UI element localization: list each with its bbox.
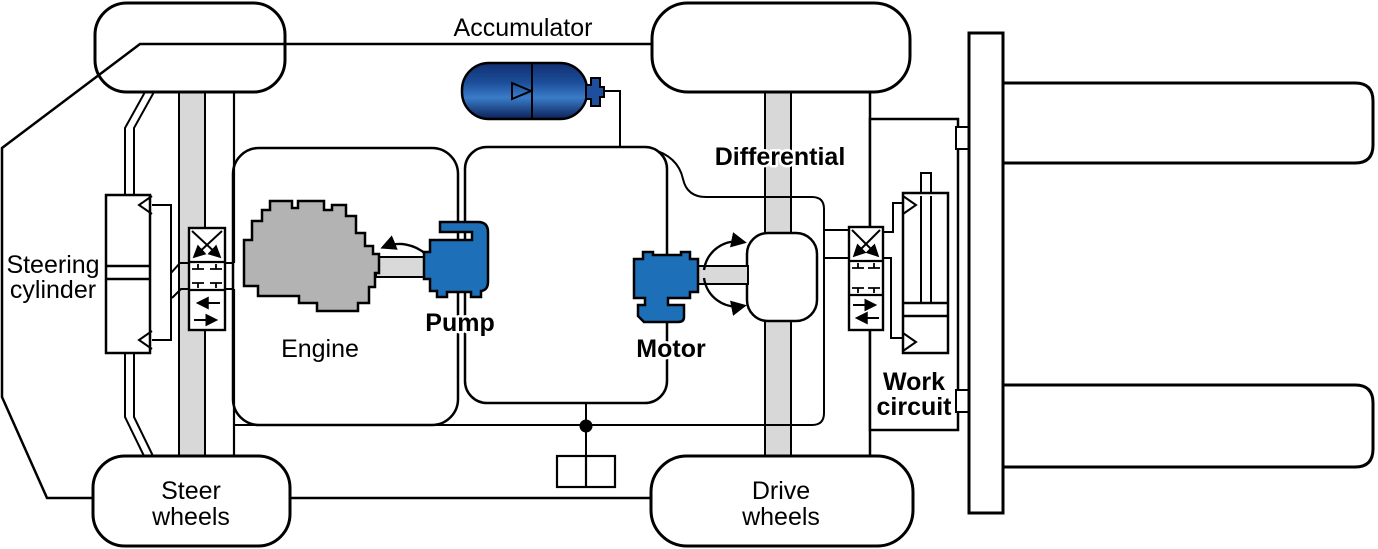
accumulator-valve-symbol bbox=[511, 81, 534, 101]
closed-port-symbols bbox=[192, 264, 222, 288]
svg-text:Steer: Steer bbox=[161, 477, 221, 505]
steering-valve-stub bbox=[170, 262, 234, 299]
accumulator-label: Accumulator bbox=[454, 14, 593, 42]
rotation-arrow-up bbox=[702, 232, 747, 271]
svg-text:circuit: circuit bbox=[876, 393, 952, 421]
engine-shape bbox=[242, 199, 381, 313]
steering-cylinder-label: Steering cylinder bbox=[6, 251, 99, 304]
drive-wheel-top bbox=[650, 1, 912, 94]
pump-shape bbox=[422, 220, 490, 299]
lift-piston bbox=[903, 301, 948, 318]
lift-port-chevron-top bbox=[902, 195, 918, 215]
lift-port-chevron-bottom bbox=[902, 332, 918, 352]
work-valve-supply-stubs bbox=[824, 229, 849, 259]
lift-cylinder bbox=[901, 172, 950, 355]
motor-label: Motor bbox=[636, 335, 706, 363]
fork-lower bbox=[1001, 383, 1375, 469]
reservoir bbox=[555, 454, 617, 489]
steering-piston bbox=[106, 264, 150, 281]
closed-port-symbols bbox=[852, 263, 880, 293]
steer-wheel-top bbox=[93, 1, 287, 94]
accumulator-shape bbox=[460, 61, 605, 121]
work-valve bbox=[824, 202, 903, 339]
lift-cylinder-body bbox=[901, 191, 950, 355]
cylinder-port-chevron-bottom bbox=[137, 330, 153, 350]
work-valve-cylinder-lines bbox=[883, 202, 903, 339]
accumulator-nozzle bbox=[585, 77, 605, 107]
steering-valve bbox=[170, 226, 234, 332]
fork-upper bbox=[1001, 81, 1375, 165]
motor-shaft-group bbox=[695, 232, 749, 316]
rotation-arrow-down bbox=[702, 277, 747, 316]
differential-label: Differential bbox=[715, 143, 846, 171]
junction-dot bbox=[579, 419, 593, 433]
mast bbox=[967, 31, 1005, 515]
pressure-return-line bbox=[234, 148, 825, 426]
steer-wheel-bottom bbox=[91, 454, 292, 548]
cylinder-port-chevron-top bbox=[137, 195, 153, 215]
svg-text:wheels: wheels bbox=[741, 503, 820, 531]
drive-wheel-bottom bbox=[649, 454, 915, 548]
work-circuit-label: Work circuit bbox=[874, 366, 955, 424]
svg-text:wheels: wheels bbox=[151, 503, 230, 531]
svg-text:cylinder: cylinder bbox=[10, 276, 96, 304]
pump-label: Pump bbox=[425, 309, 494, 337]
differential-box bbox=[745, 231, 819, 323]
cylinder-port-lines bbox=[152, 204, 172, 341]
motor-shape bbox=[632, 250, 700, 324]
svg-text:Steering: Steering bbox=[6, 251, 99, 279]
drive-wheels-label: Drive wheels bbox=[741, 477, 820, 531]
steering-cylinder-body bbox=[104, 193, 152, 355]
svg-text:Work: Work bbox=[883, 368, 945, 396]
accumulator-line bbox=[602, 90, 621, 146]
engine-label: Engine bbox=[281, 335, 359, 363]
svg-text:Drive: Drive bbox=[752, 477, 810, 505]
mast-and-forks bbox=[967, 31, 1375, 515]
steer-wheels-label: Steer wheels bbox=[151, 477, 230, 531]
engine-shaft bbox=[375, 256, 427, 278]
